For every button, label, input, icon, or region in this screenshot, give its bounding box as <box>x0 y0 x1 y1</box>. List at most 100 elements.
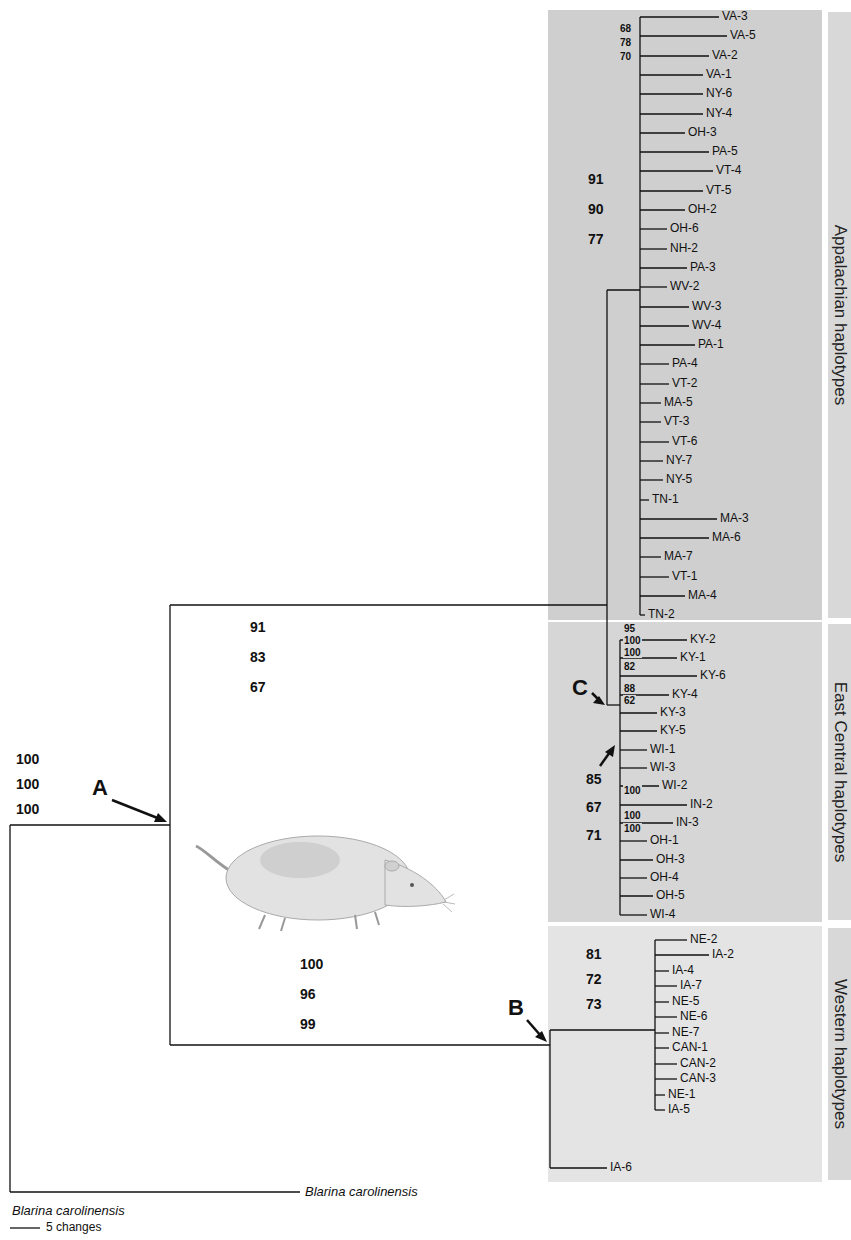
haplotype-label: NE-1 <box>667 1088 696 1101</box>
haplotype-label: MA-5 <box>663 396 694 409</box>
support-value: 83 <box>249 650 267 665</box>
shrew-illustration <box>196 836 455 931</box>
haplotype-label: NE-2 <box>689 933 718 946</box>
support-value: 78 <box>619 37 632 48</box>
tip-branch <box>655 970 669 971</box>
support-value: 100 <box>623 635 642 646</box>
tip-branch <box>550 1167 607 1168</box>
clade-region: Appalachian haplotypes <box>548 10 851 620</box>
clade-name: Western haplotypes <box>830 979 850 1129</box>
support-value: 81 <box>585 947 603 962</box>
clade-name: Appalachian haplotypes <box>830 225 850 406</box>
support-value: 100 <box>623 785 642 796</box>
tip-branch <box>640 614 645 615</box>
support-value: 100 <box>15 752 40 767</box>
haplotype-label: IA-4 <box>671 964 695 977</box>
support-value: 91 <box>249 620 267 635</box>
tip-branch <box>620 675 697 676</box>
haplotype-label: CAN-1 <box>671 1041 709 1054</box>
haplotype-label: WV-2 <box>669 280 700 293</box>
tip-branch <box>640 16 719 17</box>
tip-branch <box>655 1016 677 1017</box>
support-value: 70 <box>619 51 632 62</box>
haplotype-label: KY-6 <box>699 669 727 682</box>
support-value: 95 <box>623 623 636 634</box>
haplotype-label: VT-2 <box>671 377 698 390</box>
support-value: 77 <box>587 232 605 247</box>
haplotype-label: OH-3 <box>687 126 718 139</box>
haplotype-label: TN-1 <box>651 493 680 506</box>
tip-branch <box>655 1109 665 1110</box>
haplotype-label: WI-1 <box>649 743 676 756</box>
tip-branch <box>620 749 647 750</box>
node-letter: C <box>571 676 589 700</box>
tip-branch <box>640 595 685 596</box>
support-value: 100 <box>623 810 642 821</box>
clade-name: East Central haplotypes <box>830 682 850 863</box>
tip-branch <box>655 1047 669 1048</box>
haplotype-label: WI-4 <box>649 908 676 921</box>
support-value: 82 <box>623 661 636 672</box>
haplotype-label: NE-5 <box>671 995 700 1008</box>
haplotype-label: VA-3 <box>721 10 749 23</box>
tip-branch <box>655 939 687 940</box>
support-value: 62 <box>623 695 636 706</box>
haplotype-label: IN-2 <box>689 798 714 811</box>
support-value: 100 <box>15 777 40 792</box>
tip-branch <box>620 730 657 731</box>
haplotype-label: VT-3 <box>663 415 690 428</box>
tip-branch <box>655 1001 669 1002</box>
haplotype-label: OH-4 <box>649 871 680 884</box>
support-value: 91 <box>587 172 605 187</box>
haplotype-label: CAN-3 <box>679 1072 717 1085</box>
clade-side-bar: Western haplotypes <box>828 928 851 1180</box>
haplotype-label: NY-7 <box>665 454 693 467</box>
support-value: 67 <box>249 680 267 695</box>
tip-branch <box>620 767 647 768</box>
tip-branch <box>640 35 727 36</box>
tip-branch <box>640 248 667 249</box>
haplotype-label: WV-3 <box>691 300 722 313</box>
tip-branch <box>655 1063 677 1064</box>
haplotype-label: VA-5 <box>729 29 757 42</box>
tip-branch <box>640 421 661 422</box>
tip-branch <box>640 209 685 210</box>
taxon-label: Blarina carolinensis <box>304 1185 419 1199</box>
tip-branch <box>620 712 657 713</box>
haplotype-label: CAN-2 <box>679 1057 717 1070</box>
haplotype-label: VA-2 <box>711 49 739 62</box>
tip-branch <box>640 460 663 461</box>
support-value: 85 <box>585 772 603 787</box>
haplotype-label: MA-6 <box>711 531 742 544</box>
tip-branch <box>655 985 677 986</box>
tip-branch <box>640 151 709 152</box>
haplotype-label: IA-7 <box>679 979 703 992</box>
node-letter: A <box>91 776 109 800</box>
clade-band <box>548 926 822 1182</box>
clade-band <box>548 622 822 922</box>
haplotype-label: OH-1 <box>649 834 680 847</box>
haplotype-label: VA-1 <box>705 68 733 81</box>
tip-branch <box>655 1032 669 1033</box>
haplotype-label: OH-6 <box>669 222 700 235</box>
tip-branch <box>640 441 669 442</box>
haplotype-label: WI-2 <box>661 779 688 792</box>
support-value: 72 <box>585 972 603 987</box>
scale-label: 5 changes <box>45 1221 102 1234</box>
support-value: 99 <box>299 1017 317 1032</box>
tip-branch <box>640 170 713 171</box>
tip-branch <box>640 499 649 500</box>
haplotype-label: NY-4 <box>705 107 733 120</box>
haplotype-label: IA-6 <box>609 1161 633 1174</box>
support-value: 100 <box>623 647 642 658</box>
haplotype-label: PA-3 <box>689 261 717 274</box>
haplotype-label: KY-2 <box>689 633 717 646</box>
tip-branch <box>640 286 667 287</box>
haplotype-label: NY-5 <box>665 473 693 486</box>
support-value: 96 <box>299 987 317 1002</box>
tip-branch <box>640 55 709 56</box>
haplotype-label: VT-4 <box>715 164 742 177</box>
tip-branch <box>620 914 647 915</box>
haplotype-label: KY-4 <box>671 688 699 701</box>
haplotype-label: PA-4 <box>671 357 699 370</box>
